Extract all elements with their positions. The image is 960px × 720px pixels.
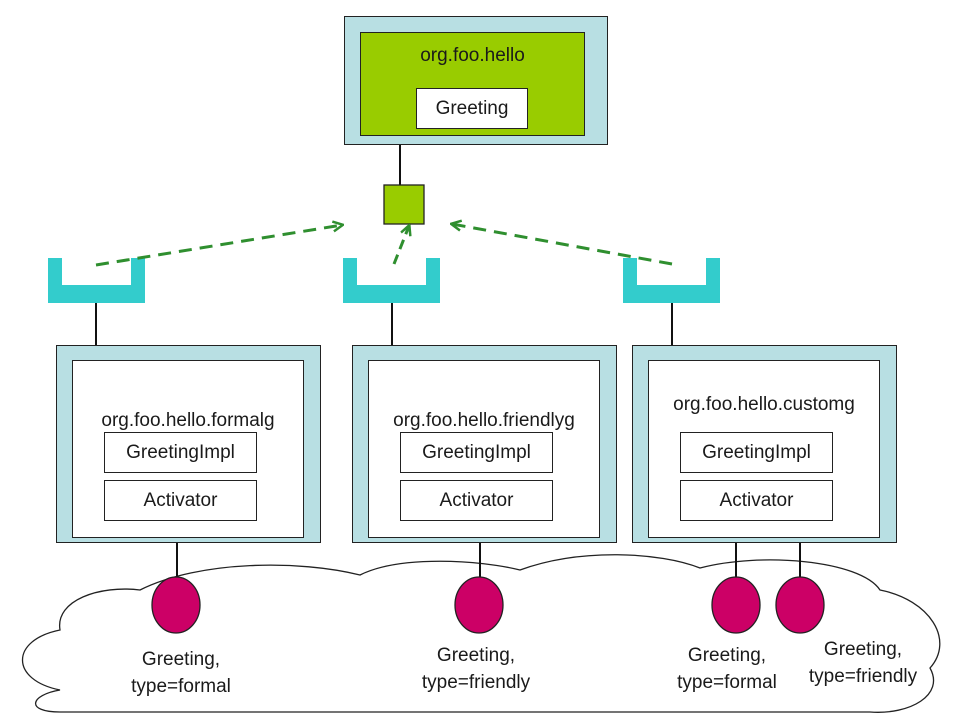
activator-box-formalg: Activator bbox=[104, 480, 257, 521]
service-label-1-line2: type=formal bbox=[131, 676, 231, 697]
service-label-3: Greeting, type=formal bbox=[632, 642, 822, 696]
import-arrow-formalg bbox=[95, 225, 342, 267]
greeting-interface-box: Greeting bbox=[416, 88, 528, 129]
greeting-package-export bbox=[383, 184, 425, 225]
service-label-2: Greeting, type=friendly bbox=[376, 642, 576, 696]
service-label-4: Greeting, type=friendly bbox=[768, 636, 958, 690]
bundle-name-formalg: org.foo.hello.formalg bbox=[101, 410, 275, 431]
service-label-1-line1: Greeting, bbox=[141, 649, 221, 670]
service-label-4-line2: type=friendly bbox=[808, 666, 918, 687]
service-label-2-line1: Greeting, bbox=[436, 645, 516, 666]
import-arrow-friendlyg bbox=[392, 226, 409, 265]
service-dot-4 bbox=[775, 576, 825, 634]
greeting-impl-box-formalg: GreetingImpl bbox=[104, 432, 257, 473]
host-bundle-name: org.foo.hello bbox=[420, 45, 525, 66]
bundle-name-friendlyg: org.foo.hello.friendlyg bbox=[393, 410, 575, 431]
activator-box-friendlyg: Activator bbox=[400, 480, 553, 521]
service-label-3-line2: type=formal bbox=[677, 672, 777, 693]
service-label-1: Greeting, type=formal bbox=[86, 646, 276, 700]
import-connector-formalg bbox=[48, 258, 145, 303]
service-dot-1 bbox=[151, 576, 201, 634]
service-label-3-line1: Greeting, bbox=[687, 645, 767, 666]
import-arrow-customg bbox=[452, 224, 673, 266]
service-dot-3 bbox=[711, 576, 761, 634]
service-label-2-line2: type=friendly bbox=[421, 672, 531, 693]
service-label-4-line1: Greeting, bbox=[823, 639, 903, 660]
greeting-impl-box-friendlyg: GreetingImpl bbox=[400, 432, 553, 473]
activator-box-customg: Activator bbox=[680, 480, 833, 521]
import-connector-customg bbox=[623, 258, 720, 303]
greeting-impl-box-customg: GreetingImpl bbox=[680, 432, 833, 473]
import-connector-friendlyg bbox=[343, 258, 440, 303]
bundle-name-customg: org.foo.hello.customg bbox=[673, 394, 855, 415]
service-dot-2 bbox=[454, 576, 504, 634]
